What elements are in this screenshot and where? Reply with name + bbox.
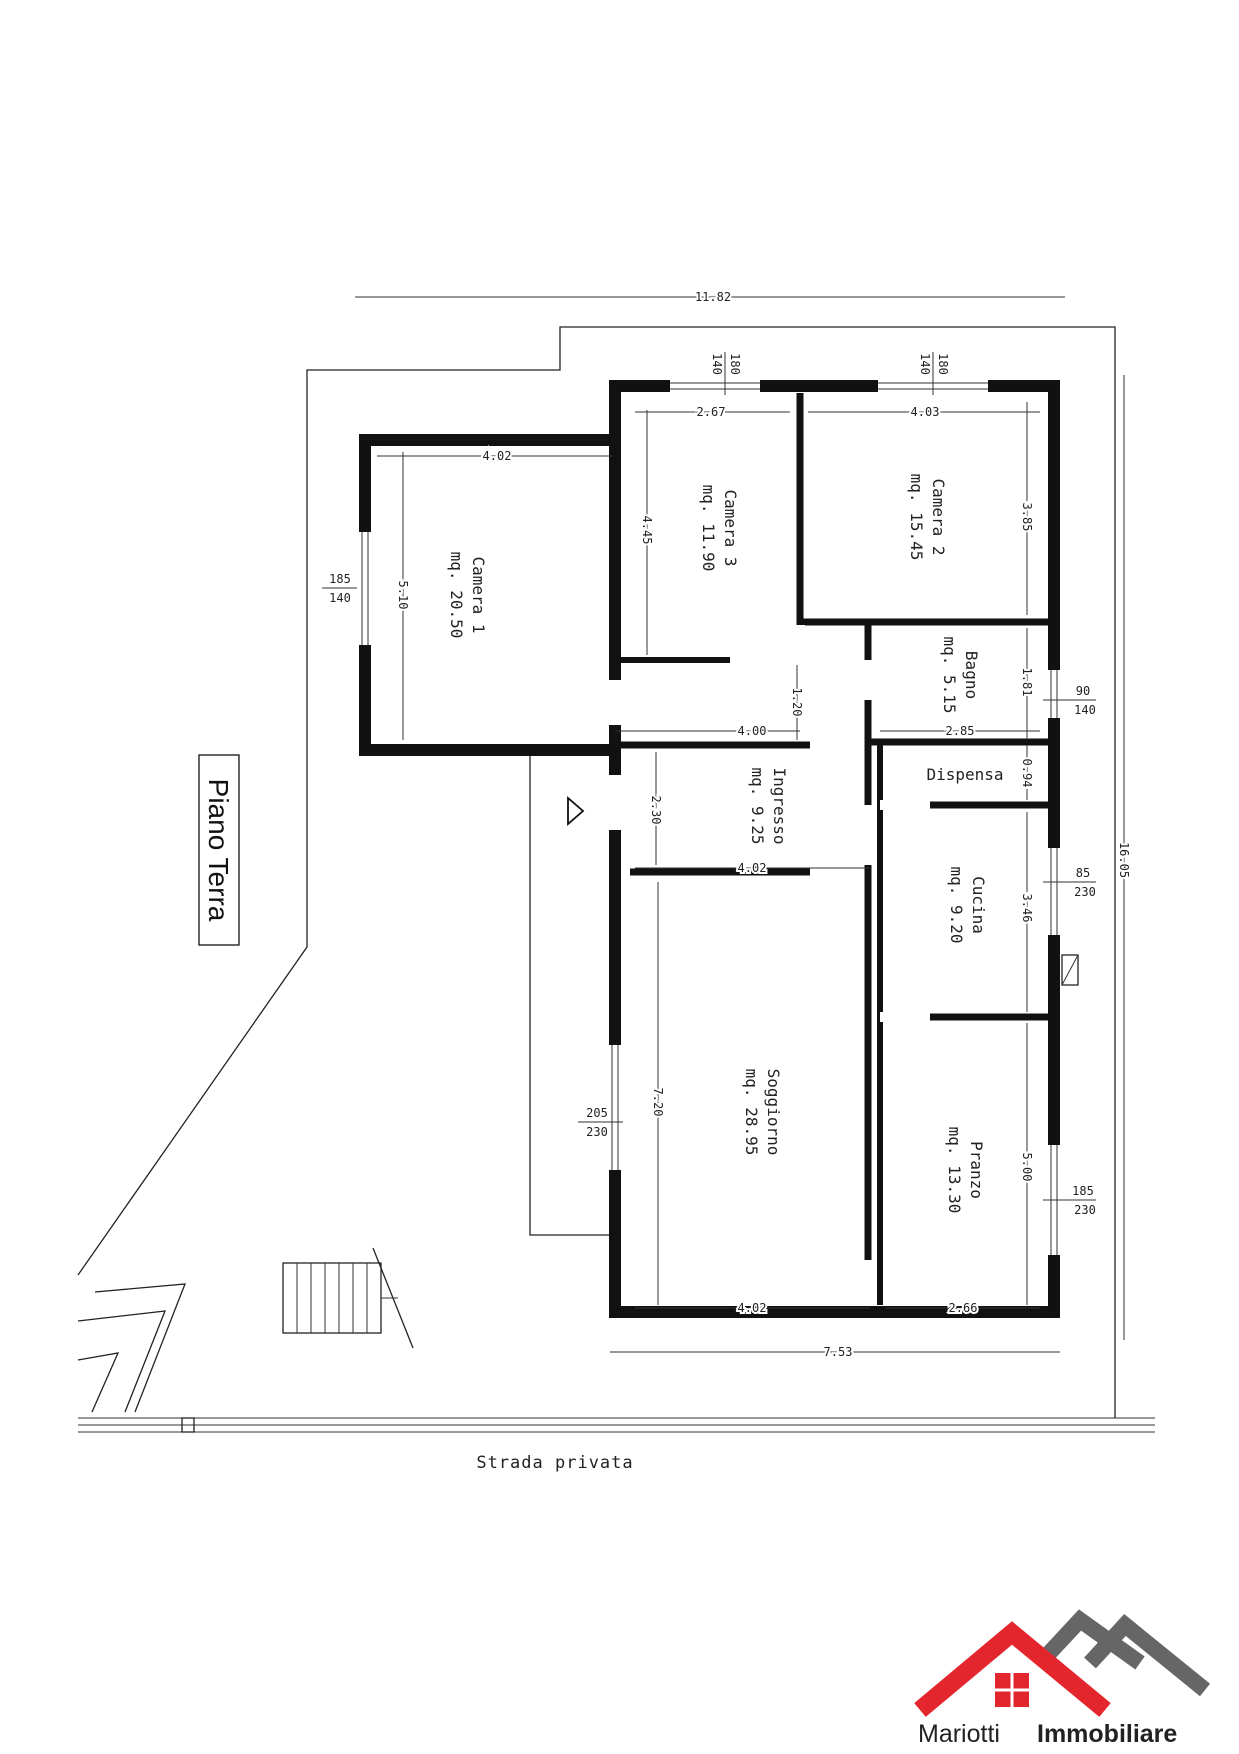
- room-name: Camera 1: [469, 556, 488, 633]
- site-boundary: [77, 326, 1155, 1433]
- window-cucina-bottom: 230: [1074, 885, 1096, 899]
- room-area: mq. 9.20: [947, 866, 966, 943]
- dim-cucina-depth: 3.46: [1020, 894, 1034, 923]
- room-name: Cucina: [969, 876, 988, 934]
- window-camera3-bottom: 140: [710, 353, 724, 375]
- room-pranzo: Pranzo mq. 13.30: [945, 1127, 986, 1214]
- roof-secondary-icon: [1034, 1609, 1145, 1670]
- dim-camera3-width: 2.67: [697, 405, 726, 419]
- dim-camera2-width: 4.03: [911, 405, 940, 419]
- dim-camera3-depth: 4.45: [640, 516, 654, 545]
- room-name: Camera 3: [721, 489, 740, 566]
- roof-tertiary-icon: [1084, 1614, 1211, 1697]
- window-camera3-top: 180: [728, 353, 742, 375]
- room-ingresso: Ingresso mq. 9.25: [748, 767, 789, 844]
- dim-soggiorno-width: 4.02: [738, 1301, 767, 1315]
- dim-corridor-length: 4.00: [738, 724, 767, 738]
- room-cucina: Cucina mq. 9.20: [947, 866, 988, 943]
- brand-name-regular: Mariotti: [918, 1720, 1000, 1748]
- room-area: mq. 20.50: [447, 552, 466, 639]
- dim-pranzo-depth: 5.00: [1020, 1153, 1034, 1182]
- room-area: mq. 13.30: [945, 1127, 964, 1214]
- dim-ingresso-width: 4.02: [738, 861, 767, 875]
- room-camera-3: Camera 3 mq. 11.90: [699, 485, 740, 572]
- room-camera-2: Camera 2 mq. 15.45: [907, 474, 948, 561]
- room-name: Soggiorno: [764, 1069, 783, 1156]
- dim-house-width: 7.53: [824, 1345, 853, 1359]
- dim-bagno-width: 2.85: [946, 724, 975, 738]
- window-soggiorno-top: 205: [586, 1106, 608, 1120]
- dim-soggiorno-depth: 7.20: [651, 1088, 665, 1117]
- dimension-lines: [322, 296, 1125, 1353]
- room-name: Ingresso: [770, 767, 789, 844]
- window-cucina-top: 85: [1076, 866, 1090, 880]
- room-area: mq. 9.25: [748, 767, 767, 844]
- dim-dispensa-depth: 0.94: [1020, 759, 1034, 788]
- entrance-marker: [567, 796, 585, 826]
- window-camera1-top: 185: [329, 572, 351, 586]
- street-label: Strada privata: [476, 1453, 633, 1473]
- room-bagno: Bagno mq. 5.15: [940, 636, 981, 713]
- window-bagno-top: 90: [1076, 684, 1090, 698]
- room-soggiorno: Soggiorno mq. 28.95: [742, 1069, 783, 1156]
- room-name: Dispensa: [926, 765, 1003, 784]
- outdoor-stairs: [77, 1247, 414, 1413]
- window-sizes: 180 140 180 140 185 140 90 140 85 230 20…: [329, 353, 1096, 1217]
- plan-title-text: Piano Terra: [203, 779, 234, 922]
- room-area: mq. 15.45: [907, 474, 926, 561]
- window-pranzo-bottom: 230: [1074, 1203, 1096, 1217]
- dim-overall-width: 11.82: [695, 290, 731, 304]
- room-area: mq. 5.15: [940, 636, 959, 713]
- dim-camera1-depth: 5.10: [396, 581, 410, 610]
- dim-bagno-depth: 1.81: [1020, 668, 1034, 697]
- brand-logo: Mariotti Immobiliare: [914, 1609, 1211, 1748]
- brand-name-bold: Immobiliare: [1037, 1720, 1177, 1748]
- dim-ingresso-depth: 2.30: [649, 796, 663, 825]
- room-area: mq. 11.90: [699, 485, 718, 572]
- window-bagno-bottom: 140: [1074, 703, 1096, 717]
- room-area: mq. 28.95: [742, 1069, 761, 1156]
- window-soggiorno-bottom: 230: [586, 1125, 608, 1139]
- dim-corridor-width: 1.20: [790, 688, 804, 717]
- dim-overall-depth: 16.05: [1117, 842, 1131, 878]
- room-name: Camera 2: [929, 478, 948, 555]
- dim-camera1-width: 4.02: [483, 449, 512, 463]
- window-camera1-bottom: 140: [329, 591, 351, 605]
- window-camera2-top: 180: [936, 353, 950, 375]
- room-name: Bagno: [962, 651, 981, 699]
- room-dispensa: Dispensa: [926, 765, 1003, 784]
- plan-title: Piano Terra: [198, 754, 240, 946]
- room-name: Pranzo: [967, 1141, 986, 1199]
- room-camera-1: Camera 1 mq. 20.50: [447, 552, 488, 639]
- window-pranzo-top: 185: [1072, 1184, 1094, 1198]
- dimension-values: 11.82 16.05 7.53 4.02 5.10 2.67 4.45 4.0…: [394, 288, 1133, 1361]
- house-roof-icon: [914, 1621, 1111, 1717]
- dim-camera2-depth: 3.85: [1020, 503, 1034, 532]
- window-camera2-bottom: 140: [918, 353, 932, 375]
- dim-pranzo-width: 2.66: [949, 1301, 978, 1315]
